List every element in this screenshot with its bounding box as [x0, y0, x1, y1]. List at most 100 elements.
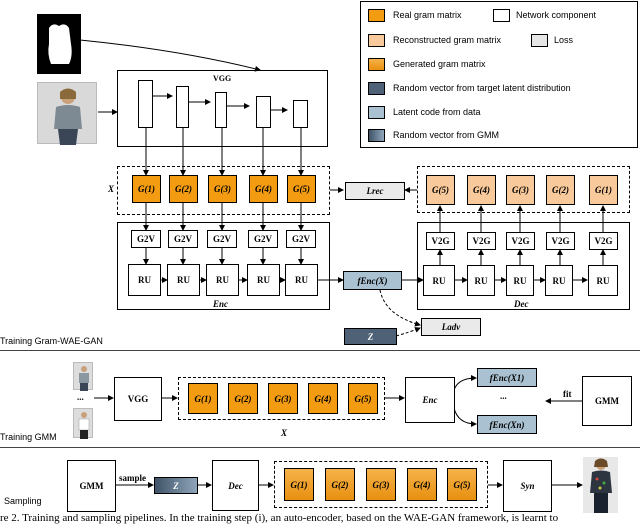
mask-image	[37, 14, 81, 74]
section-divider-2	[0, 447, 640, 448]
fenc-dots: ...	[500, 391, 507, 401]
ru-dec-1: RU	[423, 265, 455, 296]
enc-label: Enc	[213, 299, 229, 309]
vgg-block	[117, 70, 328, 147]
fenc-collection	[476, 364, 546, 438]
ru-enc-3: RU	[206, 264, 239, 296]
g2v-4: G2V	[248, 230, 278, 248]
ru-dec-2: RU	[467, 265, 495, 296]
gen-gram-3: G(3)	[366, 468, 396, 501]
legend-loss-label: Loss	[554, 35, 574, 45]
ru-enc-4: RU	[247, 264, 280, 296]
vgg-layer-1	[138, 80, 153, 128]
data-photo-1	[73, 362, 93, 391]
gmm-vgg-block: VGG	[114, 377, 162, 421]
gram-5: G(5)	[287, 175, 316, 203]
legend-latent-swatch	[368, 106, 385, 119]
gmm-gram-3: G(3)	[268, 383, 298, 414]
section-label-gmm: Training GMM	[0, 432, 57, 442]
vgg-label: VGG	[213, 74, 232, 83]
ru-dec-3: RU	[506, 265, 534, 296]
fit-label: fit	[563, 389, 572, 399]
synthesized-photo	[583, 457, 618, 513]
vgg-layer-4	[256, 96, 271, 128]
gmm-gram-group	[178, 377, 385, 420]
section-label-training: Training Gram-WAE-GAN	[0, 336, 103, 346]
gram-3: G(3)	[208, 175, 237, 203]
vgg-layer-5	[293, 100, 308, 128]
fenc-xn: fEnc(Xn)	[477, 415, 537, 434]
g2v-5: G2V	[286, 230, 316, 248]
legend-network-label: Network component	[516, 10, 597, 20]
ru-dec-4: RU	[545, 265, 573, 296]
gmm-enc-block: Enc	[405, 377, 455, 423]
syn-block: Syn	[503, 460, 552, 512]
gmm-gram-2: G(2)	[228, 383, 258, 414]
rec-gram-2: G(2)	[546, 175, 575, 205]
vgg-layer-2	[176, 86, 189, 128]
gen-gram-4: G(4)	[407, 468, 437, 501]
rec-gram-4: G(4)	[467, 175, 496, 205]
legend-box	[360, 1, 638, 148]
sample-label: sample	[119, 473, 146, 483]
loss-rec: Lrec	[345, 182, 405, 200]
legend-generated-swatch	[368, 58, 385, 71]
ru-dec-5: RU	[588, 265, 618, 296]
fenc-x1: fEnc(X1)	[477, 368, 537, 387]
gmm-gram-4: G(4)	[308, 383, 338, 414]
ru-enc-5: RU	[285, 264, 318, 296]
g2v-1: G2V	[131, 230, 161, 248]
sampling-dec-block: Dec	[212, 460, 259, 511]
vgg-layer-3	[215, 92, 227, 128]
gram-4: G(4)	[249, 175, 278, 203]
z-random-vector: Z	[344, 328, 397, 345]
v2g-5: V2G	[589, 232, 618, 250]
gen-gram-5: G(5)	[447, 468, 477, 501]
v2g-3: V2G	[506, 232, 535, 250]
gmm-x-label: X	[281, 428, 288, 438]
rec-gram-group	[417, 166, 630, 213]
ru-enc-1: RU	[128, 264, 161, 296]
generated-gram-group	[274, 461, 488, 508]
section-divider-1	[0, 350, 640, 351]
data-dots: ...	[77, 392, 84, 402]
v2g-4: V2G	[546, 232, 575, 250]
legend-real-label: Real gram matrix	[393, 10, 462, 20]
gram-group-x	[117, 166, 330, 215]
loss-adv: Ladv	[421, 318, 481, 336]
g2v-3: G2V	[207, 230, 237, 248]
rec-gram-5: G(5)	[426, 175, 455, 205]
v2g-1: V2G	[426, 232, 455, 250]
g2v-2: G2V	[168, 230, 198, 248]
legend-real-swatch	[368, 9, 385, 22]
gen-gram-1: G(1)	[284, 468, 314, 501]
rec-gram-3: G(3)	[506, 175, 535, 205]
legend-random-target-swatch	[368, 82, 385, 95]
gram-1: G(1)	[132, 175, 161, 203]
decoder-block	[417, 222, 630, 310]
fenc-vector: fEnc(X)	[343, 271, 402, 290]
figure-caption: re 2. Training and sampling pipelines. I…	[0, 512, 559, 524]
gmm-block: GMM	[582, 376, 632, 426]
encoder-block	[117, 222, 330, 310]
v2g-2: V2G	[467, 232, 496, 250]
legend-loss-swatch	[531, 34, 548, 47]
ru-enc-2: RU	[167, 264, 200, 296]
legend-generated-label: Generated gram matrix	[393, 59, 486, 69]
gmm-gram-5: G(5)	[348, 383, 378, 414]
sampling-gmm-block: GMM	[67, 460, 116, 512]
legend-reconstructed-label: Reconstructed gram matrix	[393, 35, 502, 45]
legend-random-gmm-swatch	[368, 129, 385, 142]
data-photo-n	[73, 408, 93, 439]
dec-label: Dec	[514, 299, 529, 309]
legend-latent-label: Latent code from data	[393, 107, 481, 117]
input-photo	[37, 82, 97, 145]
legend-random-target-label: Random vector from target latent distrib…	[393, 83, 571, 93]
rec-gram-1: G(1)	[589, 175, 618, 205]
sampled-z-vector: Z	[154, 477, 198, 494]
legend-random-gmm-label: Random vector from GMM	[393, 130, 500, 140]
legend-network-swatch	[493, 9, 510, 22]
gmm-gram-1: G(1)	[188, 383, 218, 414]
